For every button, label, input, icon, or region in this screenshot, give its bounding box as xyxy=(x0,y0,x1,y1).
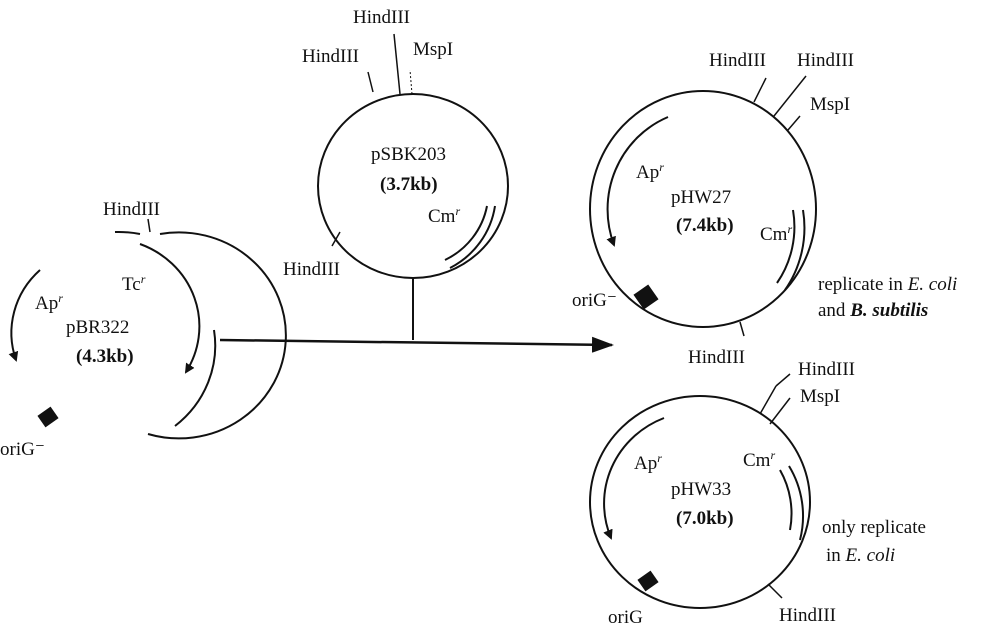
phw33-ori-block xyxy=(637,570,659,592)
psbk203-msp-tick xyxy=(409,69,413,95)
psbk203-hindiii-bottom-label: HindIII xyxy=(283,259,340,280)
phw33-cm-arc2 xyxy=(788,465,805,541)
phw27-cm-arc xyxy=(776,209,796,284)
phw27-ori-block xyxy=(633,284,659,310)
phw33-msp-tick xyxy=(769,397,791,425)
phw27-note-line1: replicate in E. coli xyxy=(818,274,957,295)
pbr322-circle-gap-end xyxy=(114,230,141,235)
pbr322-hindiii-label: HindIII xyxy=(103,199,160,220)
psbk203-hind-top-tick xyxy=(393,33,401,95)
pbr322-hind-tick xyxy=(147,218,151,233)
psbk203-cm-label: Cmr xyxy=(428,204,460,227)
pbr322-size: (4.3kb) xyxy=(76,346,134,367)
plasmid-phw33: HindIII MspI HindIII Apr Cmr pHW33 (7.0k… xyxy=(589,359,926,628)
phw27-hind-bottom-tick xyxy=(739,321,745,337)
plasmid-pbr322: HindIII Apr Tcr pBR322 (4.3kb) oriG⁻ xyxy=(0,199,287,460)
phw27-ap-label: Apr xyxy=(636,160,664,183)
phw33-cm-label: Cmr xyxy=(743,448,775,471)
construction-arrows xyxy=(219,278,614,353)
phw27-hindiii-b-label: HindIII xyxy=(797,50,854,71)
pbr322-ori-block xyxy=(37,406,59,428)
phw27-hindiii-bottom-label: HindIII xyxy=(688,347,745,368)
phw27-circle xyxy=(589,90,817,328)
phw33-cm-arc xyxy=(779,469,793,531)
phw27-ap-arrow xyxy=(606,116,669,247)
pbr322-circle-bottom xyxy=(174,329,217,427)
phw27-ori-label: oriG⁻ xyxy=(572,290,617,311)
phw33-hindiii-bottom-label: HindIII xyxy=(779,605,836,626)
psbk203-hindiii-left-label: HindIII xyxy=(302,46,359,67)
phw33-hind-top-tick xyxy=(759,385,777,415)
phw27-name: pHW27 xyxy=(671,187,731,208)
phw27-cm-label: Cmr xyxy=(760,222,792,245)
phw33-name: pHW33 xyxy=(671,479,731,500)
phw27-hind-a-tick xyxy=(753,77,767,103)
psbk203-hind-left-tick xyxy=(367,71,374,93)
phw33-ap-label: Apr xyxy=(634,451,662,474)
psbk203-hind-bottom-tick xyxy=(331,231,341,247)
phw27-mspi-label: MspI xyxy=(810,94,850,115)
phw27-size: (7.4kb) xyxy=(676,215,734,236)
psbk203-name: pSBK203 xyxy=(371,144,446,165)
psbk203-hindiii-top-label: HindIII xyxy=(353,7,410,28)
phw33-note-line1: only replicate xyxy=(822,517,926,538)
phw33-mspi-label: MspI xyxy=(800,386,840,407)
phw33-hindiii-top-label: HindIII xyxy=(798,359,855,380)
pbr322-ap-label: Apr xyxy=(35,291,63,314)
phw33-note-line2: in E. coli xyxy=(826,545,895,566)
phw33-ap-arrow xyxy=(603,417,665,540)
plasmid-psbk203: HindIII HindIII MspI HindIII pSBK203 (3.… xyxy=(283,7,509,280)
pbr322-name: pBR322 xyxy=(66,317,129,338)
phw27-note-line2: and B. subtilis xyxy=(818,300,928,321)
psbk203-cm-arc2 xyxy=(449,205,496,269)
phw33-hind-bottom-tick xyxy=(767,583,783,599)
pbr322-ori-label: oriG⁻ xyxy=(0,439,45,460)
phw33-hind-top-tick2 xyxy=(775,373,791,387)
phw33-circle xyxy=(589,395,811,609)
phw27-hind-b-tick xyxy=(773,75,807,117)
psbk203-cm-arc xyxy=(444,205,488,261)
main-arrow xyxy=(219,336,614,353)
psbk203-mspi-label: MspI xyxy=(413,39,453,60)
phw27-cm-arc2 xyxy=(784,209,806,291)
pbr322-ap-arrow xyxy=(8,269,41,362)
pbr322-circle xyxy=(147,231,287,440)
psbk203-size: (3.7kb) xyxy=(380,174,438,195)
phw27-hindiii-a-label: HindIII xyxy=(709,50,766,71)
plasmid-phw27: HindIII HindIII MspI HindIII Apr pHW27 (… xyxy=(572,50,957,368)
pbr322-tc-arrow xyxy=(139,243,201,374)
phw33-ori-label: oriG xyxy=(608,607,643,628)
phw27-msp-tick xyxy=(787,115,801,131)
phw33-size: (7.0kb) xyxy=(676,508,734,529)
pbr322-tc-label: Tcr xyxy=(122,272,146,295)
